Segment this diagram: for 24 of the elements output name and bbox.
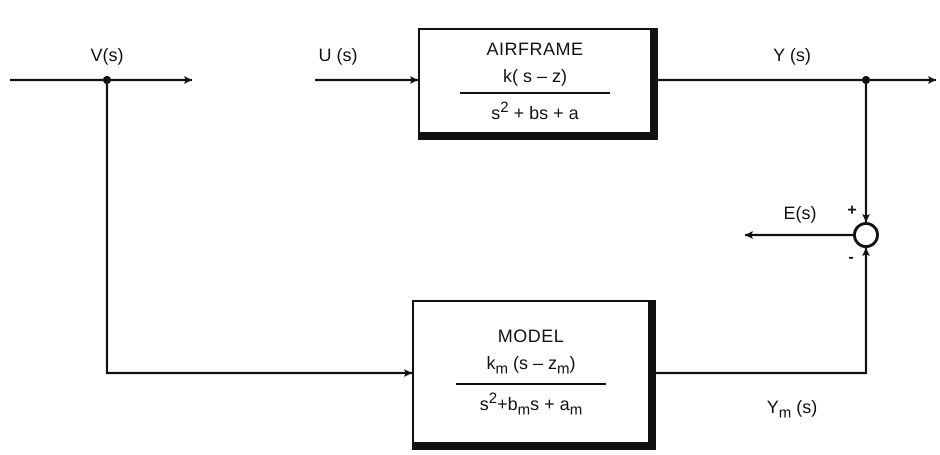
block-title: AIRFRAME <box>486 38 584 60</box>
block-box <box>418 28 658 140</box>
signal-arrow <box>862 84 870 222</box>
branch-point <box>103 76 111 84</box>
transfer-function-denominator: s$^{2}$ + bs + a <box>491 98 579 124</box>
signal-label: Y (s) <box>771 46 813 66</box>
transfer-function-numerator: k$_{m}$ (s – z$_{m}$) <box>486 352 576 378</box>
sign-label: + <box>847 202 857 220</box>
branch-point <box>862 76 870 84</box>
block-title: MODEL <box>498 326 564 347</box>
signal-arrow <box>111 76 192 84</box>
signal-label: E(s) <box>782 204 818 224</box>
signal-arrow <box>870 76 936 84</box>
transfer-function-denominator: s$^{2}$+b$_{m}$s + a$_{m}$ <box>480 390 582 418</box>
block-box <box>412 300 656 450</box>
signal-arrow <box>315 76 418 84</box>
signal-arrow <box>745 231 853 239</box>
summing-junction <box>853 222 879 248</box>
transfer-function-numerator: k( s – z) <box>502 66 567 86</box>
sign-label: - <box>848 249 854 267</box>
signal-label: U (s) <box>316 46 360 66</box>
signal-arrow <box>656 248 870 374</box>
signal-arrow <box>106 84 412 377</box>
signal-label: V(s) <box>88 46 126 66</box>
